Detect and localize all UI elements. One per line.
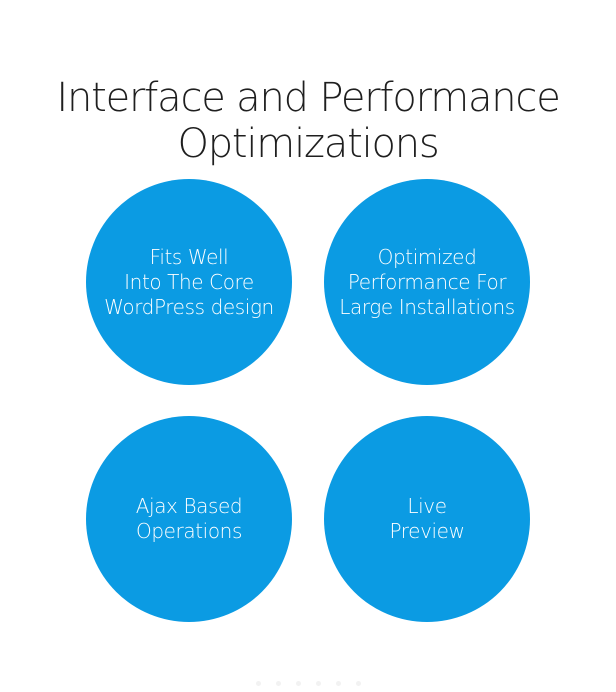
pagination-dot[interactable] <box>275 681 281 686</box>
pagination-dot[interactable] <box>335 681 341 686</box>
feature-circle-core-design: Fits Well Into The Core WordPress design <box>86 179 292 385</box>
feature-circle-ajax-operations: Ajax Based Operations <box>86 416 292 622</box>
pagination-dot[interactable] <box>315 681 321 686</box>
feature-label-line: Operations <box>136 519 242 543</box>
page-title-line-1: Interface and Performance <box>56 74 560 121</box>
feature-label-line: Ajax Based <box>135 494 243 518</box>
feature-label-line: Large Installations <box>339 294 515 319</box>
pagination-dots <box>0 681 616 686</box>
page-title-line-2: Optimizations <box>177 120 439 167</box>
feature-label-line: WordPress design <box>104 294 274 319</box>
feature-label-line: Performance For <box>347 269 507 294</box>
page-title: Interface and Performance Optimizations <box>0 75 616 167</box>
feature-label: Optimized Performance For Large Installa… <box>339 245 515 320</box>
feature-label: Live Preview <box>389 494 464 544</box>
feature-label: Fits Well Into The Core WordPress design <box>104 245 274 320</box>
feature-label: Ajax Based Operations <box>135 494 243 544</box>
feature-label-line: Preview <box>389 519 465 543</box>
feature-label-line: Optimized <box>377 244 477 269</box>
feature-circle-live-preview: Live Preview <box>324 416 530 622</box>
feature-label-line: Into The Core <box>124 269 254 294</box>
pagination-dot[interactable] <box>355 681 361 686</box>
pagination-dot[interactable] <box>295 681 301 686</box>
feature-label-line: Live <box>407 494 447 518</box>
feature-label-line: Fits Well <box>149 244 229 269</box>
pagination-dot[interactable] <box>255 681 261 686</box>
feature-circle-performance: Optimized Performance For Large Installa… <box>324 179 530 385</box>
